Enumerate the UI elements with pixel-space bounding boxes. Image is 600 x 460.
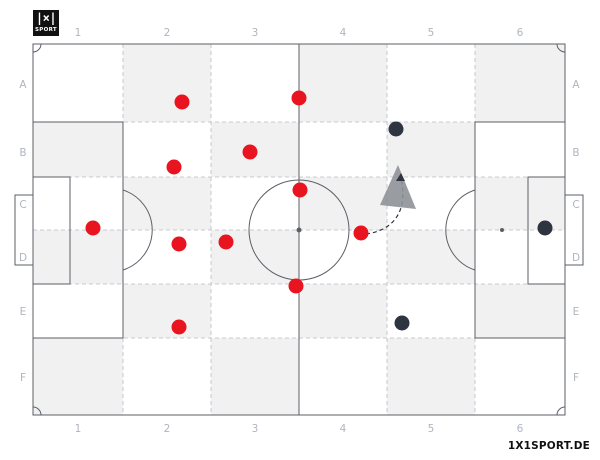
logo-mark: |×| xyxy=(35,11,57,25)
svg-text:1: 1 xyxy=(75,423,82,435)
svg-text:2: 2 xyxy=(164,423,171,435)
red-player xyxy=(166,159,182,175)
red-team xyxy=(85,90,369,335)
zone-shading xyxy=(33,44,565,415)
svg-text:4: 4 xyxy=(340,27,347,39)
red-player xyxy=(291,90,307,106)
svg-text:1: 1 xyxy=(75,27,82,39)
svg-text:D: D xyxy=(19,252,27,264)
red-player xyxy=(171,236,187,252)
movement-path xyxy=(365,177,404,235)
svg-text:A: A xyxy=(572,79,580,91)
red-player xyxy=(353,225,369,241)
svg-text:6: 6 xyxy=(517,27,524,39)
svg-text:6: 6 xyxy=(517,423,524,435)
brand-logo: |×| SPORT xyxy=(33,10,59,36)
dark-player xyxy=(388,121,404,137)
svg-text:2: 2 xyxy=(164,27,171,39)
logo-word: SPORT xyxy=(35,27,57,33)
svg-text:C: C xyxy=(572,199,579,211)
svg-text:C: C xyxy=(19,199,26,211)
right-penalty-arc xyxy=(445,189,476,271)
movement-arrow-head xyxy=(380,165,416,209)
red-player xyxy=(85,220,101,236)
left-goal xyxy=(14,194,34,266)
column-labels-top: 1 2 3 4 5 6 xyxy=(75,27,524,39)
svg-text:3: 3 xyxy=(252,27,259,39)
red-player xyxy=(292,182,308,198)
red-player xyxy=(218,234,234,250)
svg-text:E: E xyxy=(20,306,27,318)
left-penalty-arc xyxy=(122,189,153,271)
svg-text:3: 3 xyxy=(252,423,259,435)
svg-text:5: 5 xyxy=(428,423,435,435)
dark-team xyxy=(388,121,553,331)
center-spot xyxy=(296,227,302,233)
red-player xyxy=(288,278,304,294)
svg-text:B: B xyxy=(19,147,26,159)
row-labels-right: A B C D E F xyxy=(572,79,580,384)
red-player xyxy=(174,94,190,110)
svg-text:B: B xyxy=(572,147,579,159)
right-goal xyxy=(564,194,584,266)
movement-arrow-tip xyxy=(396,173,405,181)
dark-player xyxy=(394,315,410,331)
red-player xyxy=(242,144,258,160)
column-labels-bottom: 1 2 3 4 5 6 xyxy=(75,423,524,435)
site-name: 1X1SPORT.DE xyxy=(507,440,590,452)
svg-text:A: A xyxy=(19,79,27,91)
row-labels-left: A B C D E F xyxy=(19,79,27,384)
svg-text:5: 5 xyxy=(428,27,435,39)
dark-player xyxy=(537,220,553,236)
red-player xyxy=(171,319,187,335)
svg-text:4: 4 xyxy=(340,423,347,435)
svg-text:D: D xyxy=(572,252,580,264)
svg-text:F: F xyxy=(573,372,579,384)
svg-text:F: F xyxy=(20,372,26,384)
svg-text:E: E xyxy=(573,306,580,318)
